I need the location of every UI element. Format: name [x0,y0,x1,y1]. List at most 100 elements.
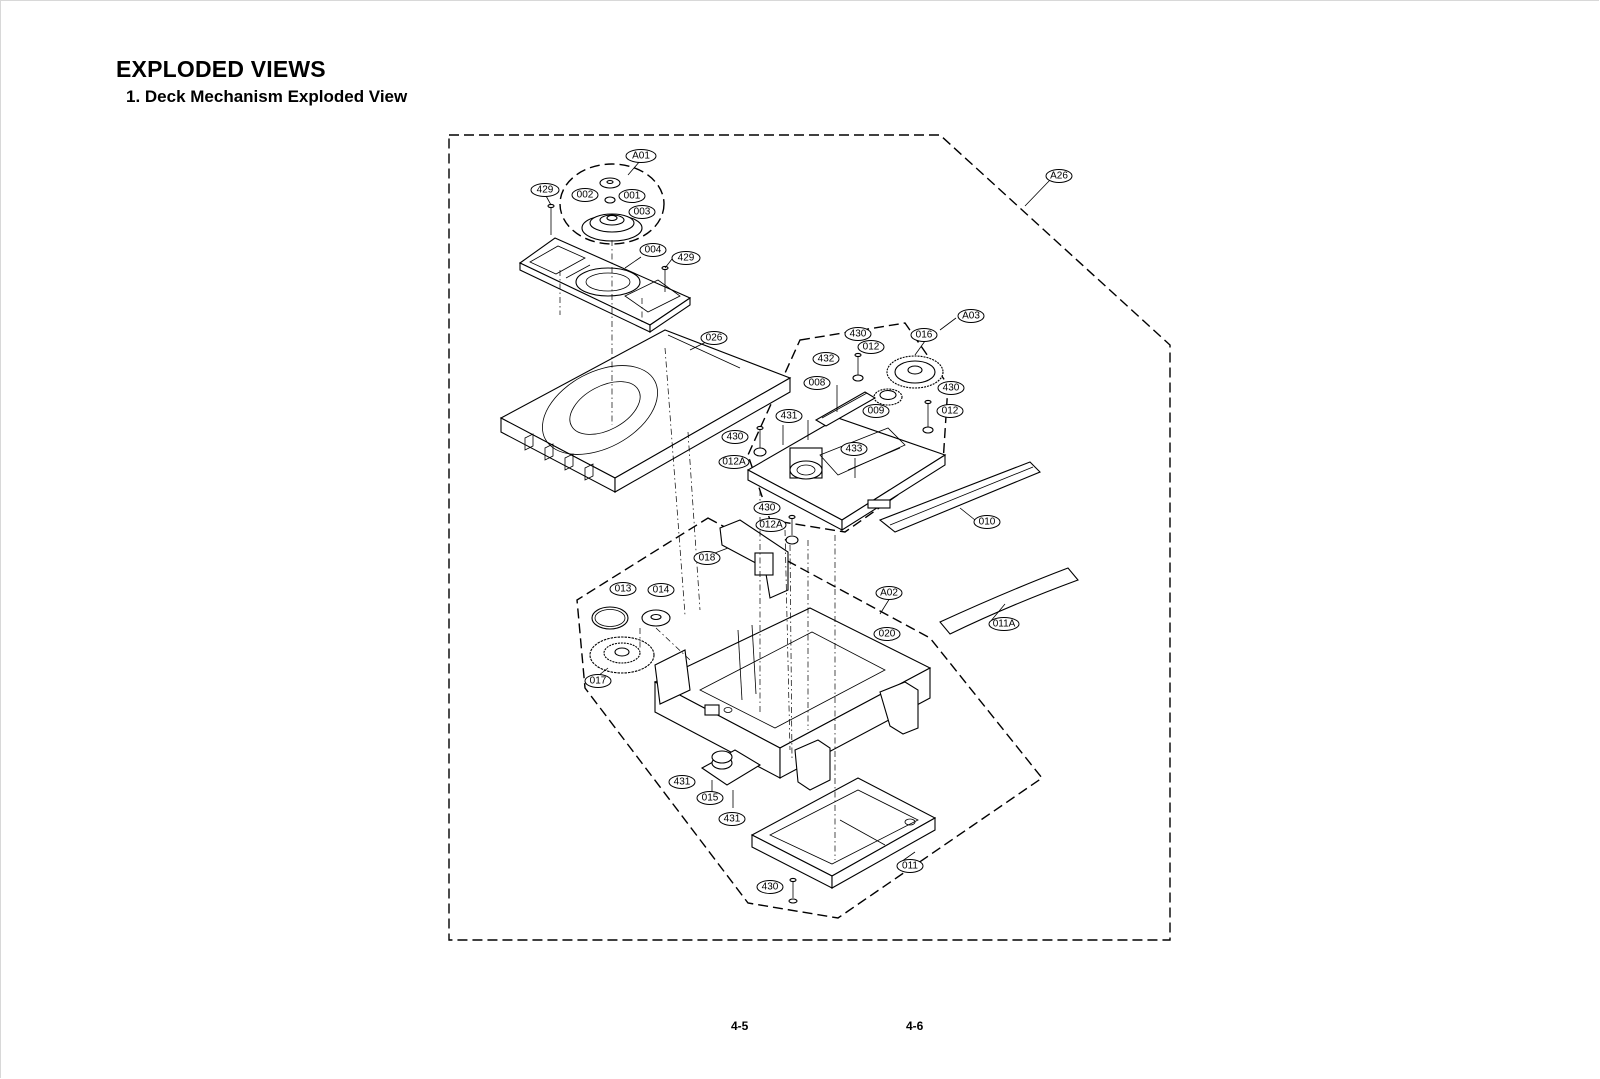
alignment-lines [559,240,836,860]
callout-011: 011 [896,859,924,873]
svg-text:430: 430 [762,882,779,893]
svg-text:012A: 012A [722,457,746,468]
clamp-plate-part [599,177,621,189]
callout-010: 010 [973,515,1001,529]
screw-430-top-part [852,352,864,382]
svg-text:015: 015 [702,793,719,804]
callout-001: 001 [618,189,646,203]
svg-text:020: 020 [879,629,896,640]
svg-text:431: 431 [781,411,798,422]
callout-012-a: 012 [857,340,885,354]
svg-text:431: 431 [724,814,741,825]
callout-431-c: 431 [718,812,746,826]
svg-text:010: 010 [979,517,996,528]
clamp-holder-part [518,237,692,334]
page-title: EXPLODED VIEWS [116,56,326,82]
svg-text:026: 026 [706,333,723,344]
callout-016: 016 [910,328,938,342]
callout-008: 008 [803,376,831,390]
svg-text:002: 002 [577,190,594,201]
section-title: 1. Deck Mechanism Exploded View [126,87,408,106]
svg-text:013: 013 [615,584,632,595]
svg-text:431: 431 [674,777,691,788]
page-number-right: 4-6 [906,1019,924,1033]
callout-A26: A26 [1045,169,1073,183]
callout-015: 015 [696,791,724,805]
callout-011A: 011A [988,617,1020,631]
main-gear-part [886,355,944,389]
svg-text:A26: A26 [1050,171,1068,182]
svg-text:429: 429 [537,185,554,196]
callout-012-b: 012 [936,404,964,418]
page-number-left: 4-5 [731,1019,749,1033]
callout-431-a: 431 [775,409,803,423]
callout-431-b: 431 [668,775,696,789]
callout-004: 004 [639,243,667,257]
svg-text:A03: A03 [962,311,980,322]
svg-text:433: 433 [846,444,863,455]
callout-429-b: 429 [671,251,701,265]
callout-020: 020 [873,627,901,641]
flat-cable-010-part [878,461,1041,533]
svg-text:430: 430 [943,383,960,394]
callout-432: 432 [812,352,840,366]
svg-text:018: 018 [699,553,716,564]
svg-text:432: 432 [818,354,835,365]
svg-text:011A: 011A [993,619,1016,630]
svg-text:A02: A02 [880,588,898,599]
svg-text:011: 011 [902,861,918,872]
motor-part [700,749,762,786]
callout-430-d: 430 [753,501,781,515]
callout-026: 026 [700,331,728,345]
callout-430-e: 430 [756,880,784,894]
bottom-base-part [750,777,937,889]
svg-text:012: 012 [942,406,959,417]
clamper-magnet-part [581,213,643,242]
svg-text:001: 001 [624,191,641,202]
callout-014: 014 [647,583,675,597]
pinion-gear-part [873,388,903,406]
belt-part [591,606,629,630]
svg-text:012: 012 [863,342,880,353]
callout-018: 018 [693,551,721,565]
callout-430-b: 430 [937,381,965,395]
flat-cable-011a-part [939,567,1079,635]
callout-013: 013 [609,582,637,596]
screw-430-bottom-part [788,877,798,904]
screw-430-right-part [922,399,934,434]
main-chassis-part [653,607,932,791]
screw-429-a-part [547,203,555,235]
callout-012A-a: 012A [718,455,750,469]
disc-tray-part [499,329,792,493]
svg-text:003: 003 [634,207,651,218]
svg-text:014: 014 [653,585,670,596]
pickup-base-part [746,417,947,531]
callout-017: 017 [584,674,612,688]
svg-text:430: 430 [759,503,776,514]
outer-assembly-boundary [448,134,1171,941]
svg-text:430: 430 [850,329,867,340]
callout-003: 003 [628,205,656,219]
callout-A01: A01 [625,149,657,163]
callout-433: 433 [840,442,868,456]
callout-430-a: 430 [844,327,872,341]
svg-text:016: 016 [916,330,933,341]
callout-A03: A03 [957,309,985,323]
drive-gear-part [589,636,655,674]
cam-lever-part [719,519,789,599]
callout-002: 002 [571,188,599,202]
svg-text:429: 429 [678,253,695,264]
callout-430-c: 430 [721,430,749,444]
callout-429-a: 429 [530,183,560,197]
svg-text:017: 017 [590,676,607,687]
callout-009: 009 [862,404,890,418]
screw-430-left-part [753,425,767,457]
clamp-washer-part [604,196,616,204]
frame-assembly-boundary [576,517,1044,919]
svg-text:008: 008 [809,378,826,389]
svg-text:012A: 012A [759,520,783,531]
svg-text:A01: A01 [632,151,650,162]
svg-text:009: 009 [868,406,885,417]
svg-text:004: 004 [645,245,662,256]
